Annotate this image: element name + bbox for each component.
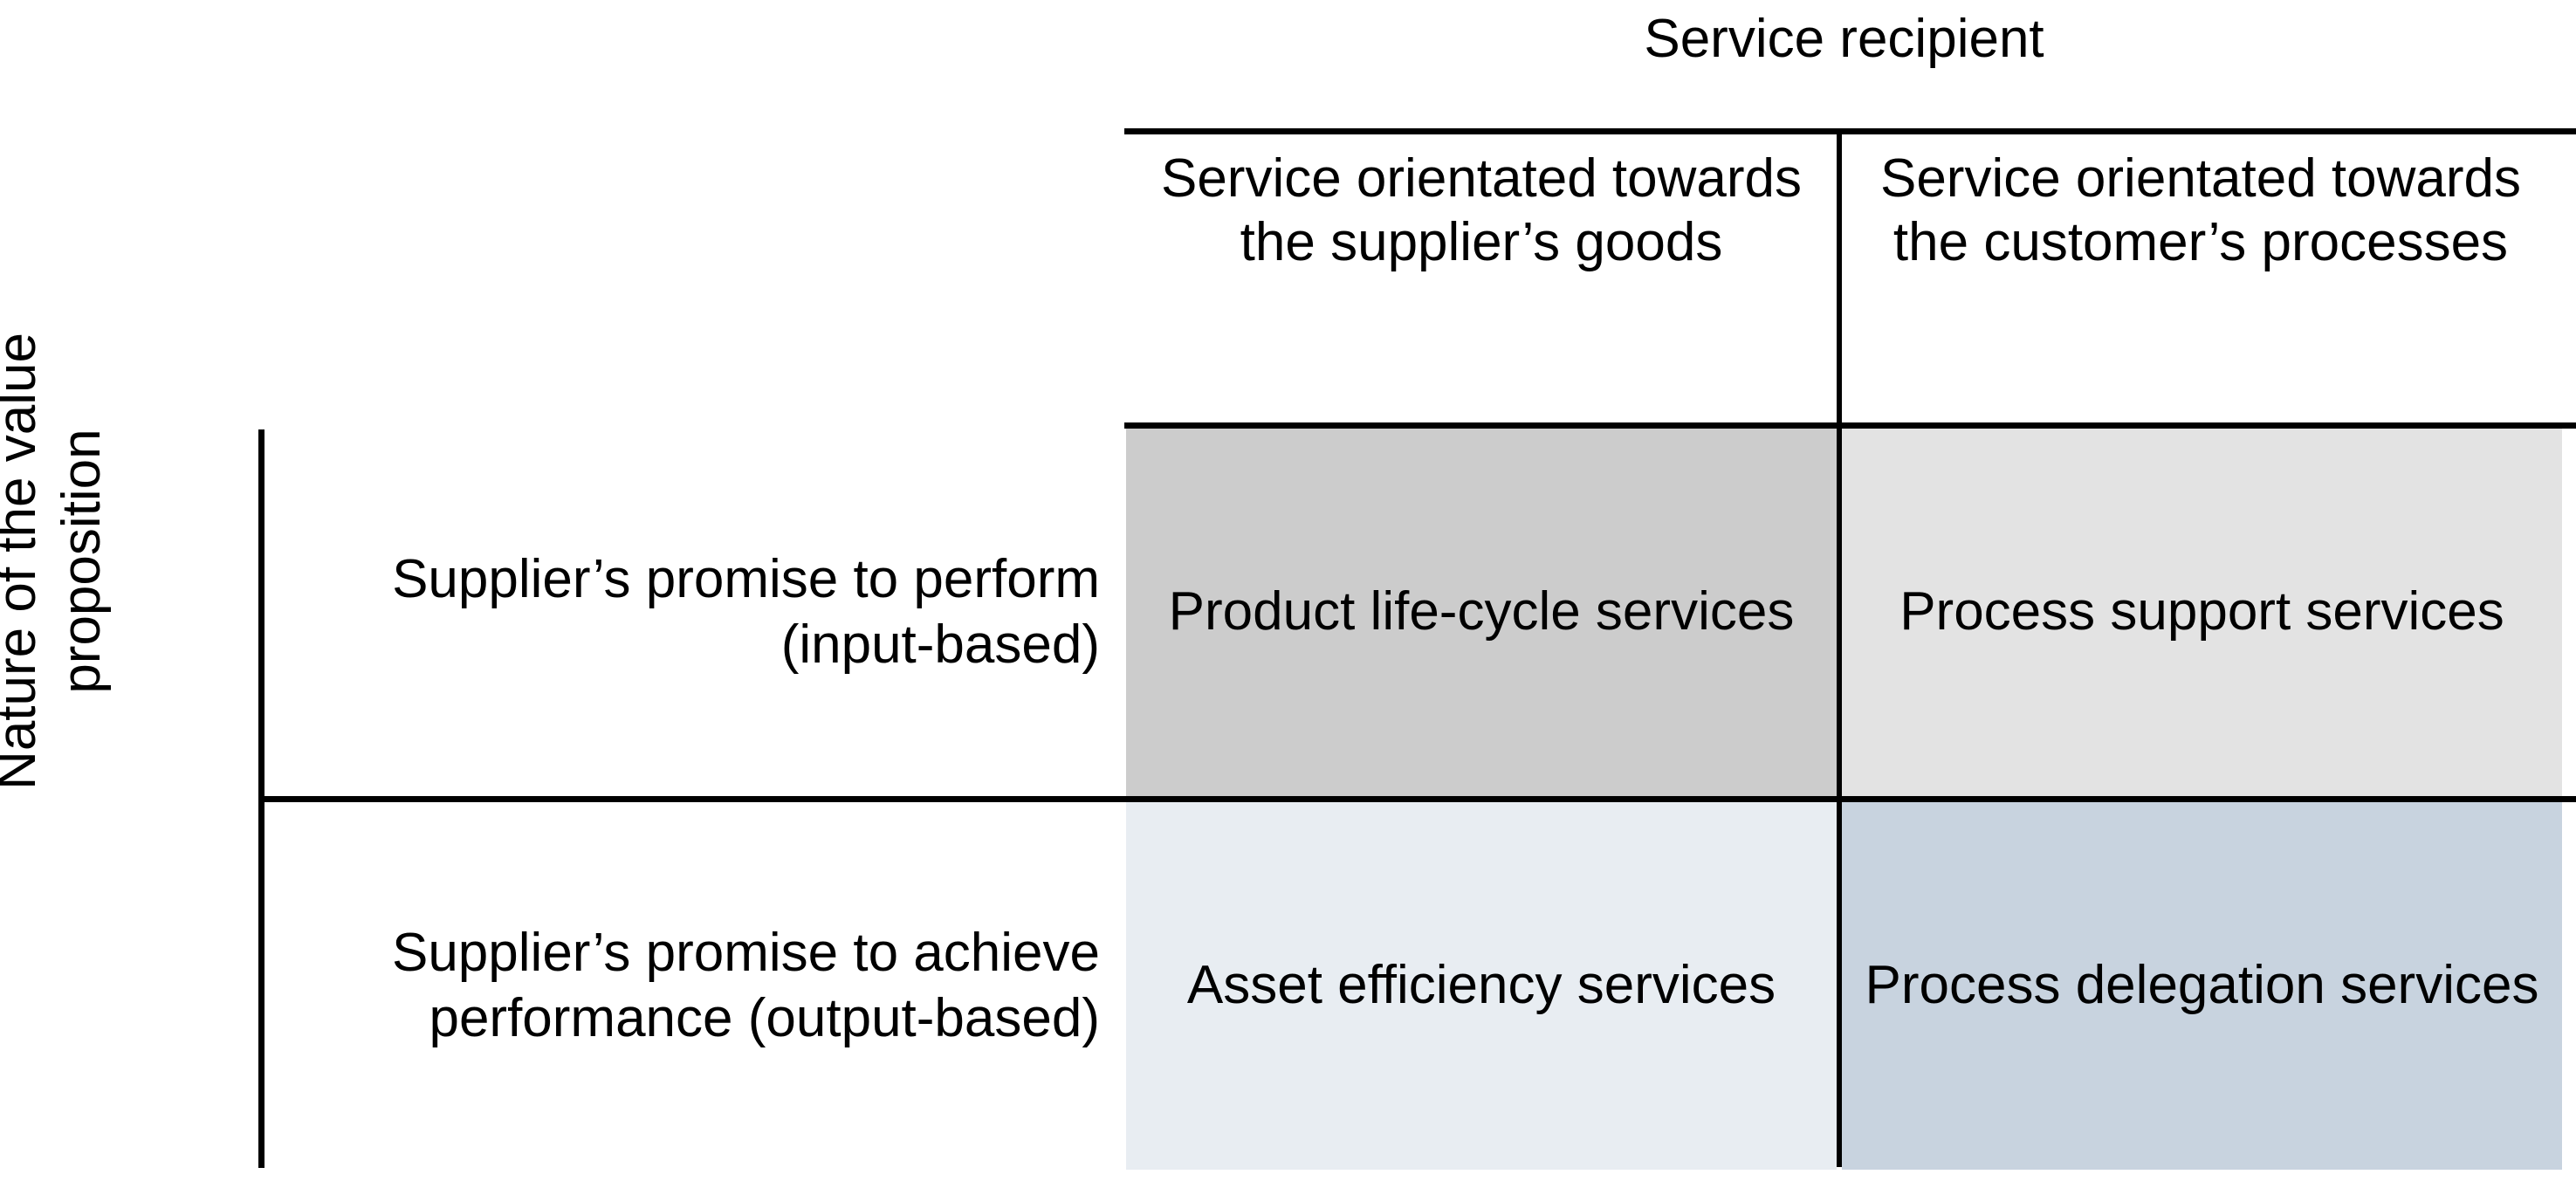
header-top-rule	[1124, 128, 2576, 134]
row-group-title: Nature of the value proposition	[0, 199, 124, 924]
cell-product-life-cycle-services-label: Product life-cycle services	[1168, 581, 1795, 642]
row-header-input-based: Supplier’s promise to perform (input-bas…	[288, 429, 1109, 796]
cell-process-support-services: Process support services	[1842, 429, 2562, 796]
column-header-supplier-goods-label: Service orientated towards the supplier’…	[1160, 148, 1803, 273]
row-header-output-based-label: Supplier’s promise to achieve performanc…	[391, 923, 1100, 1048]
cell-product-life-cycle-services: Product life-cycle services	[1126, 429, 1837, 796]
column-header-supplier-goods: Service orientated towards the supplier’…	[1126, 141, 1837, 419]
column-divider-line	[1837, 131, 1842, 1167]
row-header-output-based: Supplier’s promise to achieve performanc…	[288, 802, 1109, 1170]
cells-top-rule	[1124, 422, 2576, 429]
cell-process-delegation-services-label: Process delegation services	[1865, 955, 2539, 1016]
row-group-title-label: Nature of the value proposition	[0, 333, 112, 790]
cell-asset-efficiency-services: Asset efficiency services	[1126, 802, 1837, 1170]
cell-asset-efficiency-services-label: Asset efficiency services	[1186, 955, 1776, 1016]
cell-process-support-services-label: Process support services	[1899, 581, 2504, 642]
row-header-input-based-label: Supplier’s promise to perform (input-bas…	[392, 549, 1100, 675]
cell-process-delegation-services: Process delegation services	[1842, 802, 2562, 1170]
column-header-customer-processes-label: Service orientated towards the customer’…	[1879, 148, 2522, 273]
row-divider-rule	[258, 796, 2576, 802]
column-header-customer-processes: Service orientated towards the customer’…	[1842, 141, 2559, 419]
column-group-title: Service recipient	[1644, 8, 2044, 69]
